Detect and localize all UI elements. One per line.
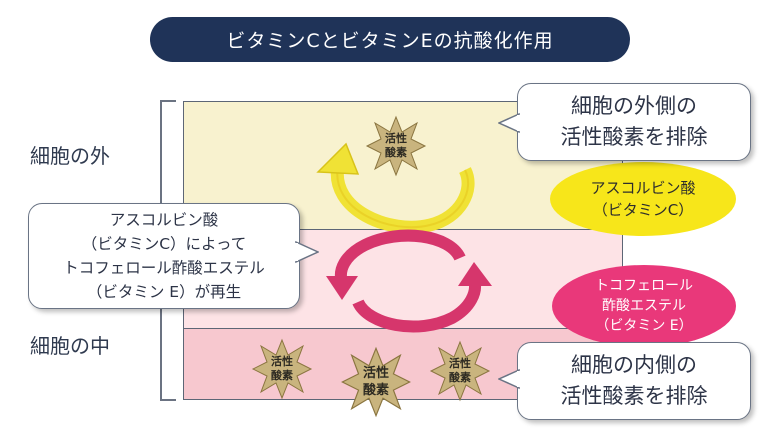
- inside-removal-callout: 細胞の内側の活性酸素を排除: [517, 342, 751, 420]
- vitamin-e-line: 酢酸エステル: [602, 298, 686, 314]
- active-oxygen-burst: 活性酸素: [429, 340, 491, 402]
- outside-removal-callout: 細胞の外側の活性酸素を排除: [517, 83, 751, 161]
- vitamin-c-ellipse: アスコルビン酸 （ビタミンC）: [550, 162, 736, 236]
- vitamin-c-line: アスコルビン酸: [590, 179, 696, 197]
- inside-cell-label: 細胞の中: [30, 334, 110, 358]
- burst-icon: [251, 338, 313, 400]
- active-oxygen-burst: 活性酸素: [340, 346, 412, 418]
- vitamin-e-line: トコフェロール: [595, 278, 693, 294]
- regeneration-callout: アスコルビン酸 （ビタミンC）によって トコフェロール酢酸エステル （ビタミン …: [28, 203, 300, 309]
- callout-line: 細胞の外側の: [571, 94, 697, 118]
- callout-line: トコフェロール酢酸エステル: [63, 259, 265, 277]
- burst-icon: [365, 115, 427, 177]
- active-oxygen-burst: 活性酸素: [251, 338, 313, 400]
- burst-line: 活性: [385, 132, 407, 145]
- diagram-title: ビタミンCとビタミンEの抗酸化作用: [150, 17, 630, 62]
- callout-line: アスコルビン酸: [109, 211, 219, 229]
- callout-line: （ビタミンC）によって: [81, 235, 247, 253]
- callout-line: 活性酸素を排除: [560, 384, 708, 408]
- outside-cell-label: 細胞の外: [30, 144, 110, 168]
- burst-icon: [341, 346, 411, 418]
- burst-line: 活性: [362, 366, 389, 381]
- pink-cycle-arrow: [326, 229, 492, 333]
- callout-pointer: [498, 112, 520, 134]
- burst-line: 活性: [449, 357, 471, 370]
- burst-icon: [429, 340, 491, 402]
- active-oxygen-burst: 活性酸素: [365, 115, 427, 177]
- burst-line: 酸素: [449, 371, 471, 384]
- callout-line: 活性酸素を排除: [560, 125, 708, 149]
- burst-line: 酸素: [385, 146, 407, 159]
- callout-line: 細胞の内側の: [571, 353, 697, 377]
- vitamin-c-line: （ビタミンC）: [592, 201, 694, 219]
- burst-line: 酸素: [271, 369, 293, 382]
- callout-pointer: [295, 240, 319, 264]
- callout-pointer: [498, 368, 520, 390]
- vitamin-e-ellipse: トコフェロール酢酸エステル （ビタミン E）: [552, 265, 736, 347]
- burst-line: 活性: [271, 355, 293, 368]
- callout-line: （ビタミン E）が再生: [86, 283, 242, 301]
- vitamin-e-line: （ビタミン E）: [595, 318, 693, 334]
- cycle-arrows: [316, 142, 492, 333]
- yellow-cycle-arrow: [316, 142, 475, 234]
- burst-line: 酸素: [362, 383, 389, 398]
